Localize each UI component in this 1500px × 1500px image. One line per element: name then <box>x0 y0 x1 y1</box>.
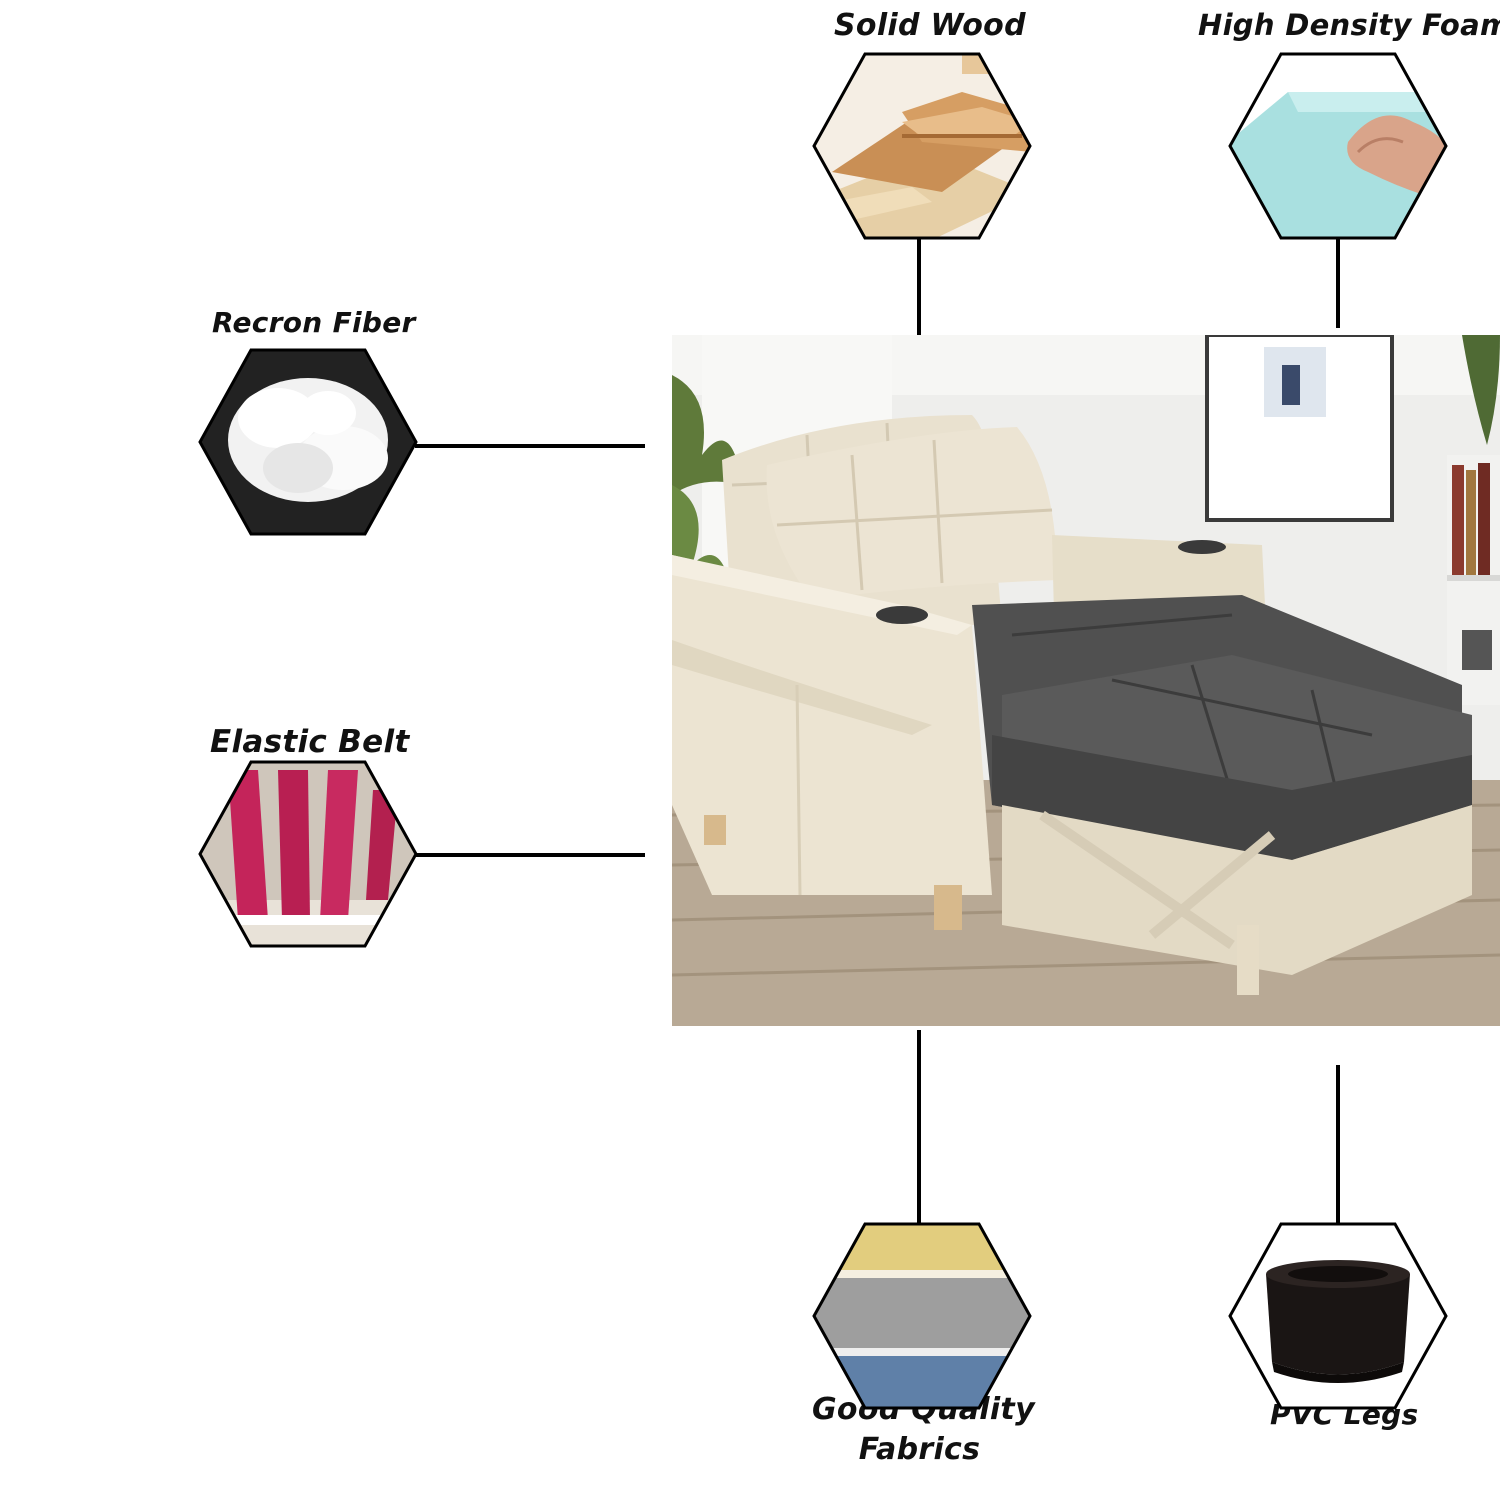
elastic-connector <box>415 853 645 857</box>
solid-wood-label: Solid Wood <box>834 8 1026 43</box>
recron-fiber-label: Recron Fiber <box>212 306 416 339</box>
solid-wood-connector <box>917 238 921 336</box>
foam-connector <box>1336 238 1340 328</box>
solid-wood-icon <box>812 52 1032 240</box>
fabrics-icon <box>812 1222 1032 1410</box>
fabrics-line: Fabrics <box>858 1432 981 1467</box>
sofa-cum-bed-photo <box>671 333 1500 1026</box>
pvc-leg-icon <box>1228 1222 1448 1410</box>
elastic-belt-label: Elastic Belt <box>210 724 410 760</box>
fabrics-connector <box>917 1030 921 1225</box>
elastic-belt-icon <box>198 760 418 948</box>
recron-fiber-icon <box>198 348 418 536</box>
pvc-connector <box>1336 1065 1340 1225</box>
high-density-foam-icon <box>1228 52 1448 240</box>
recron-connector <box>415 444 645 448</box>
high-density-foam-label: High Density Foam <box>1198 8 1500 42</box>
